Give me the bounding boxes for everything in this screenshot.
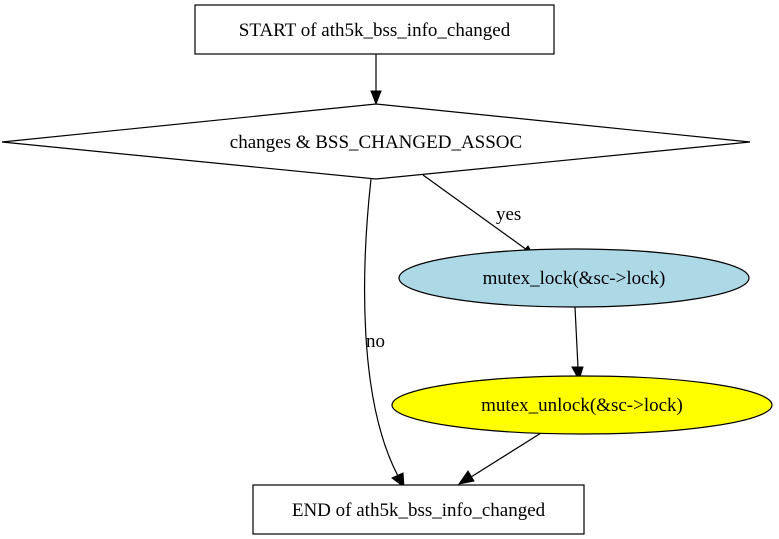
node-end-label: END of ath5k_bss_info_changed xyxy=(292,500,546,521)
edge-unlock-to-end xyxy=(457,432,542,485)
node-end: END of ath5k_bss_info_changed xyxy=(252,484,585,535)
edge-label-yes: yes xyxy=(496,204,521,225)
node-unlock-ellipse xyxy=(391,375,773,435)
node-lock-ellipse xyxy=(398,248,750,308)
edge-lock-to-unlock xyxy=(571,306,584,382)
node-start-box xyxy=(194,4,555,55)
edge-start-to-decision xyxy=(370,54,382,106)
edge-label-no: no xyxy=(366,331,385,352)
node-start-label: START of ath5k_bss_info_changed xyxy=(239,20,511,41)
node-decision-label: changes & BSS_CHANGED_ASSOC xyxy=(230,132,522,153)
node-end-box xyxy=(252,484,585,535)
node-lock-label: mutex_lock(&sc->lock) xyxy=(483,268,666,289)
node-decision: changes & BSS_CHANGED_ASSOC xyxy=(1,103,751,180)
node-unlock-label: mutex_unlock(&sc->lock) xyxy=(481,395,683,416)
node-start: START of ath5k_bss_info_changed xyxy=(194,4,555,55)
node-unlock: mutex_unlock(&sc->lock) xyxy=(391,375,773,435)
node-lock: mutex_lock(&sc->lock) xyxy=(398,248,750,308)
node-decision-diamond xyxy=(1,103,751,180)
edge-decision-to-end xyxy=(364,178,405,489)
